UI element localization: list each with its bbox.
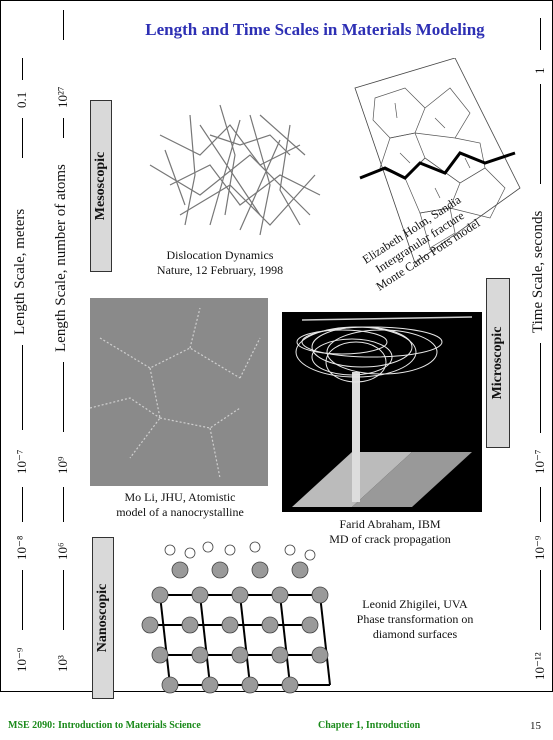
axis-line <box>63 362 64 432</box>
time-tick-0: 1 <box>532 67 547 75</box>
mesoscopic-box: Mesoscopic <box>90 100 112 272</box>
meters-tick-3: 10⁻⁹ <box>14 647 29 672</box>
caption-line: MD of crack propagation <box>329 532 451 546</box>
caption-line: Dislocation Dynamics <box>166 248 274 262</box>
nanoscopic-label: Nanoscopic <box>95 583 110 653</box>
axis-line <box>22 118 23 158</box>
mesoscopic-label: Mesoscopic <box>93 151 108 221</box>
meters-tick-2: 10⁻⁸ <box>14 535 29 560</box>
axis-line <box>540 570 541 630</box>
caption-line: Farid Abraham, IBM <box>339 517 441 531</box>
axis-line <box>22 345 23 430</box>
microscopic-label: Microscopic <box>490 326 505 400</box>
nanocrystalline-image <box>90 298 268 486</box>
axis-line <box>63 487 64 522</box>
axis-line <box>63 10 64 40</box>
meters-tick-1: 10⁻⁷ <box>14 449 29 474</box>
dislocation-dynamics-image <box>149 104 321 236</box>
length-meters-label: Length Scale, meters <box>12 208 28 335</box>
footer-course: MSE 2090: Introduction to Materials Scie… <box>8 720 201 731</box>
axis-line <box>22 487 23 522</box>
length-atoms-label: Length Scale, number of atoms <box>53 164 69 352</box>
caption-abraham: Farid Abraham, IBM MD of crack propagati… <box>300 517 480 547</box>
time-tick-2: 10⁻⁹ <box>532 535 547 560</box>
axis-line <box>22 58 23 80</box>
grain-fracture-image <box>354 58 521 264</box>
caption-line: model of a nanocrystalline <box>116 505 244 519</box>
time-scale-label: Time Scale, seconds <box>530 210 546 333</box>
microscopic-box: Microscopic <box>486 278 510 448</box>
axis-line <box>540 18 541 50</box>
axis-line <box>63 118 64 138</box>
footer-chapter: Chapter 1, Introduction <box>318 720 421 731</box>
axis-line <box>22 570 23 630</box>
crack-propagation-image <box>282 312 482 512</box>
axis-line <box>63 570 64 630</box>
meters-tick-0: 0.1 <box>14 91 29 108</box>
nanoscopic-box: Nanoscopic <box>92 537 114 699</box>
page-number: 15 <box>530 720 541 732</box>
axis-line <box>540 343 541 433</box>
axis-line <box>540 84 541 184</box>
atoms-tick-1: 10⁹ <box>55 456 70 474</box>
caption-line: Leonid Zhigilei, UVA <box>362 597 468 611</box>
caption-line: Mo Li, JHU, Atomistic <box>124 490 236 504</box>
caption-zhigilei: Leonid Zhigilei, UVA Phase transformatio… <box>340 597 490 642</box>
atoms-tick-3: 10³ <box>55 655 70 672</box>
caption-line: Phase transformation on <box>356 612 474 626</box>
atoms-tick-2: 10⁶ <box>55 542 70 560</box>
time-tick-3: 10⁻¹² <box>532 652 547 680</box>
time-tick-1: 10⁻⁷ <box>532 449 547 474</box>
caption-line: diamond surfaces <box>372 627 458 641</box>
axis-line <box>540 487 541 522</box>
slide-title: Length and Time Scales in Materials Mode… <box>145 20 485 39</box>
diamond-surface-image <box>141 541 331 694</box>
atoms-tick-0: 10²⁷ <box>55 86 70 108</box>
caption-moli: Mo Li, JHU, Atomistic model of a nanocry… <box>80 490 280 520</box>
caption-line: Nature, 12 February, 1998 <box>156 263 284 277</box>
